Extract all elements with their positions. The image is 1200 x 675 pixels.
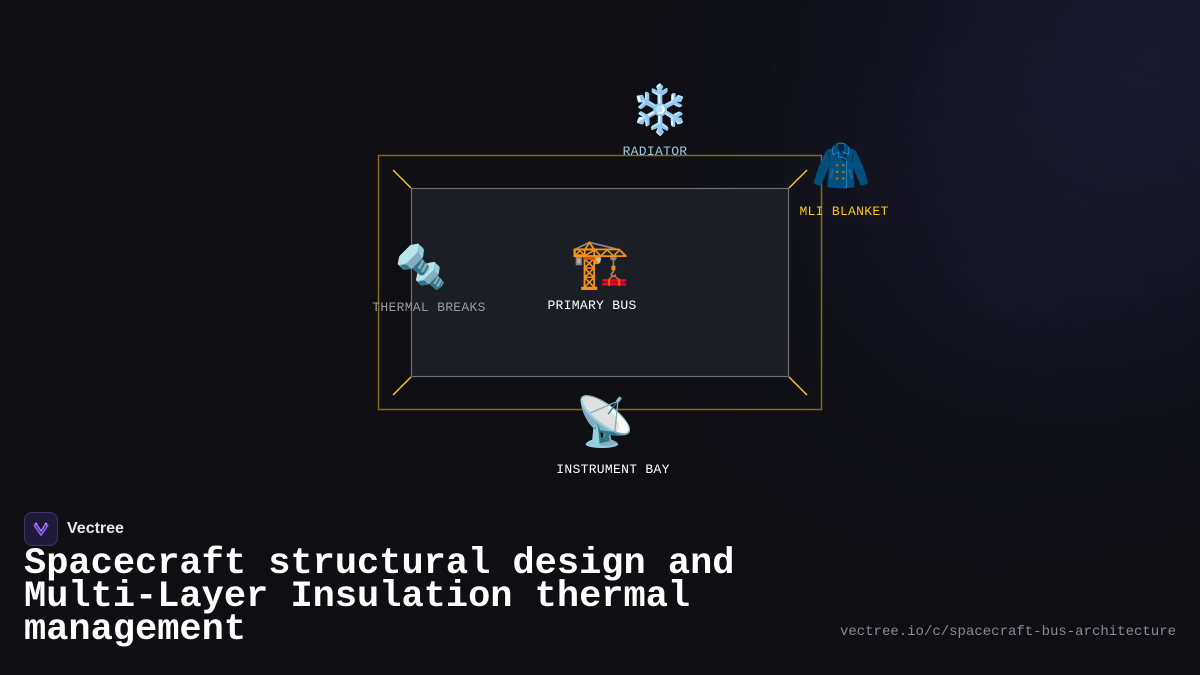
primary-bus-label: PRIMARY BUS	[547, 298, 637, 313]
brand: Vectree	[24, 512, 124, 546]
inner-bus-box	[410, 187, 790, 378]
coat-icon: 🧥	[811, 143, 871, 197]
thermal-breaks-label: THERMAL BREAKS	[372, 300, 486, 315]
page-title: Spacecraft structural design and Multi-L…	[24, 543, 735, 651]
instrument-bay-node: 📡 INSTRUMENT BAY	[556, 398, 669, 477]
radiator-label: RADIATOR	[622, 144, 688, 159]
source-url[interactable]: vectree.io/c/spacecraft-bus-architecture	[839, 624, 1176, 640]
thermal-breaks-node: 🔩 THERMAL BREAKS	[372, 242, 485, 315]
corner-connector-bottom-right	[788, 376, 808, 396]
nut-and-bolt-icon: 🔩	[394, 246, 448, 294]
snowflake-icon: ❄️	[630, 87, 690, 141]
satellite-dish-icon: 📡	[575, 399, 635, 453]
brand-name: Vectree	[67, 520, 124, 537]
instrument-bay-label: INSTRUMENT BAY	[556, 462, 670, 477]
corner-connector-bottom-left	[392, 376, 412, 396]
construction-crane-icon: 🏗️	[570, 241, 630, 295]
vectree-logo-icon	[24, 512, 58, 546]
corner-connector-top-right	[788, 169, 808, 189]
outer-mli-frame	[377, 154, 823, 411]
mli-blanket-node: 🧥 MLI BLANKET	[799, 142, 888, 219]
mli-blanket-label: MLI BLANKET	[799, 204, 889, 219]
primary-bus-node: 🏗️ PRIMARY BUS	[547, 240, 636, 313]
radiator-node: ❄️ RADIATOR	[623, 86, 690, 159]
corner-connector-top-left	[392, 169, 412, 189]
